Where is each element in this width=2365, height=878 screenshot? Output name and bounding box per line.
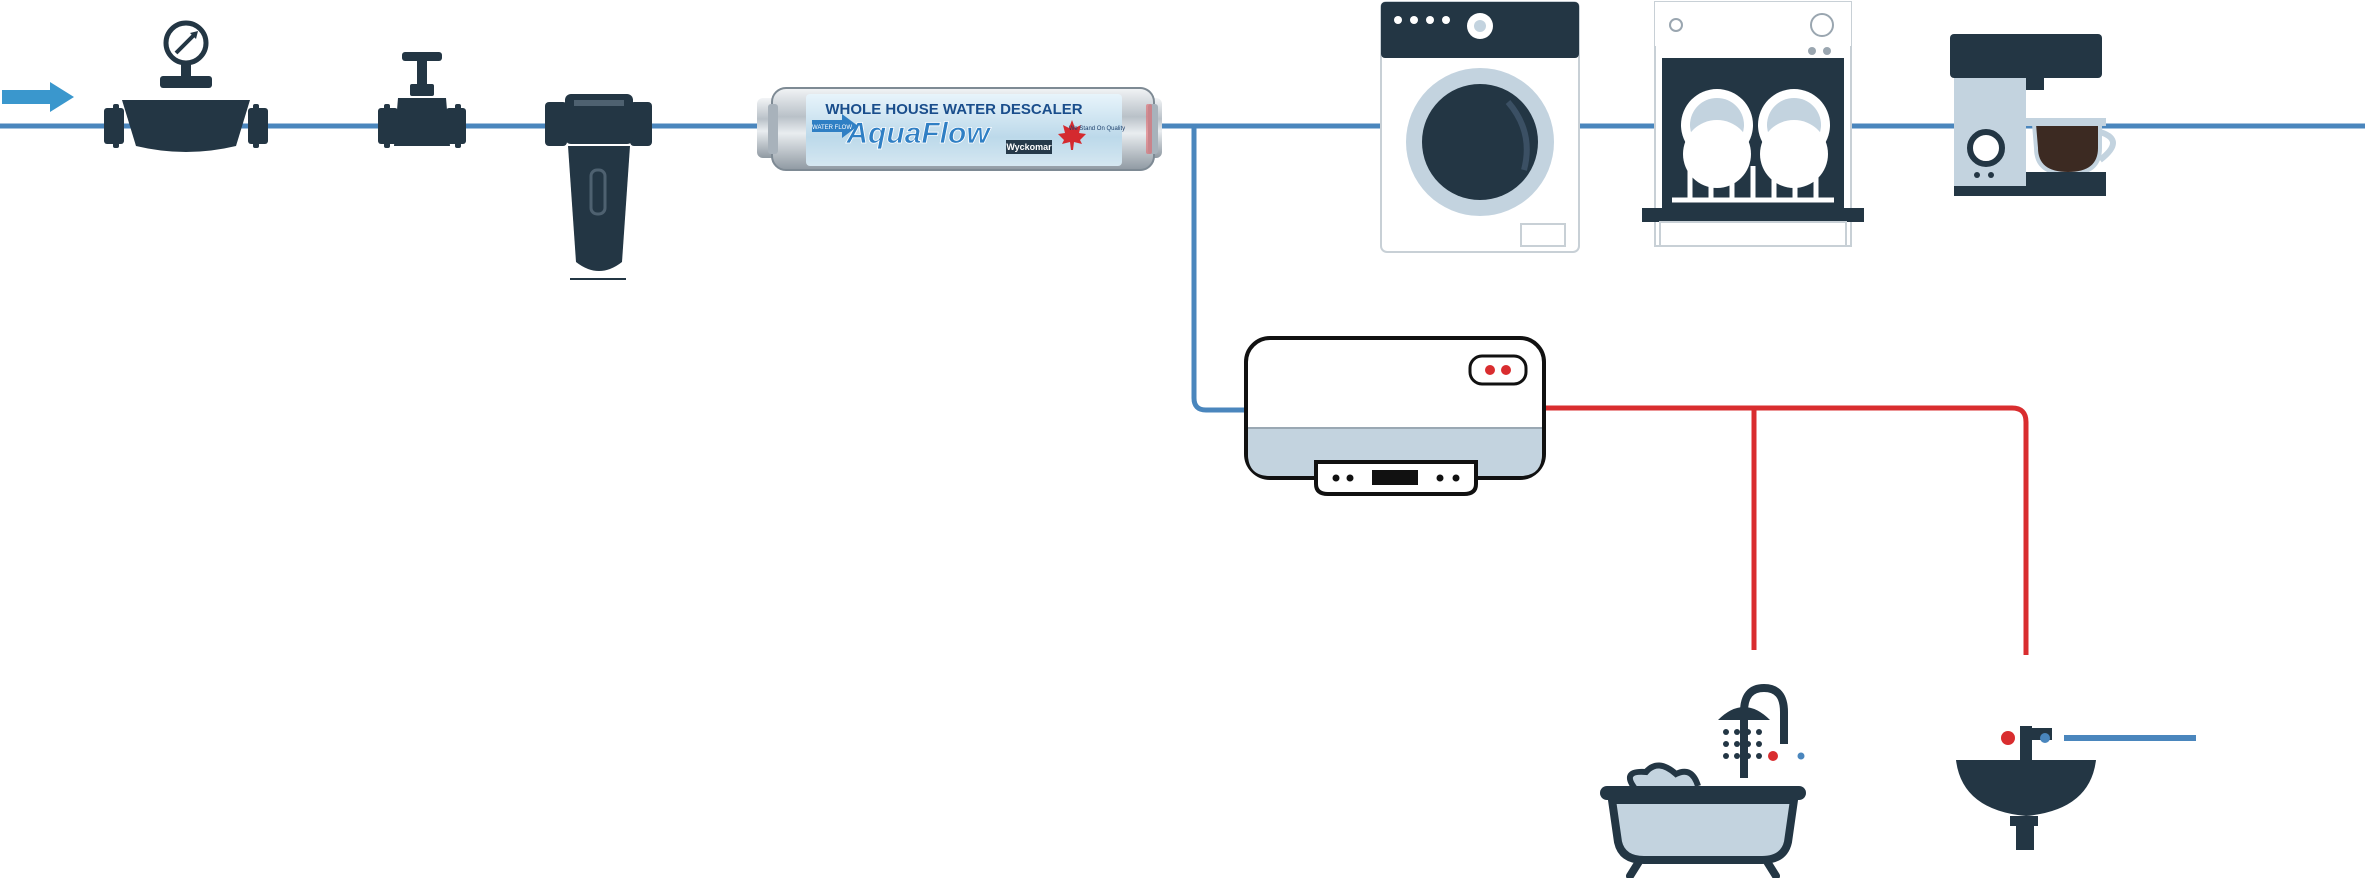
maple-leaf-icon [1058, 120, 1086, 150]
hot-pipe-to-sink [1542, 405, 2029, 655]
dish-rack [1672, 166, 1834, 203]
hot-water-pipes [1542, 405, 2029, 655]
dishwasher-icon [1642, 1, 1864, 247]
descaler-maker: Wyckomar [1006, 142, 1052, 152]
flow-tag-arrow-icon: WATER FLOW [812, 114, 858, 138]
shower-drops [1723, 729, 1762, 759]
flow-arrow-icon [2, 82, 74, 112]
descaler-flow-tag: WATER FLOW [812, 125, 852, 131]
coffee-machine-icon [1950, 34, 2116, 196]
dish-plates [1681, 89, 1830, 188]
sediment-filter-icon [545, 94, 652, 280]
descaler-icon: WHOLE HOUSE WATER DESCALER AquaFlow WATE… [757, 87, 1162, 171]
sink-tap-icon [1956, 726, 2096, 850]
descaler-brand: AquaFlow [845, 117, 991, 150]
bathtub-shower-icon [1600, 683, 1806, 878]
descaler-header: WHOLE HOUSE WATER DESCALER [825, 101, 1082, 118]
descaler-badge: We Stand On Quality [1069, 126, 1125, 132]
water-heater-icon [1244, 336, 1546, 496]
stop-valve-icon [378, 52, 466, 148]
washing-machine-icon [1380, 1, 1580, 253]
water-meter-icon [104, 20, 268, 152]
cold-water-pipes [0, 123, 2365, 741]
cold-branch-to-heater [1191, 126, 1248, 413]
